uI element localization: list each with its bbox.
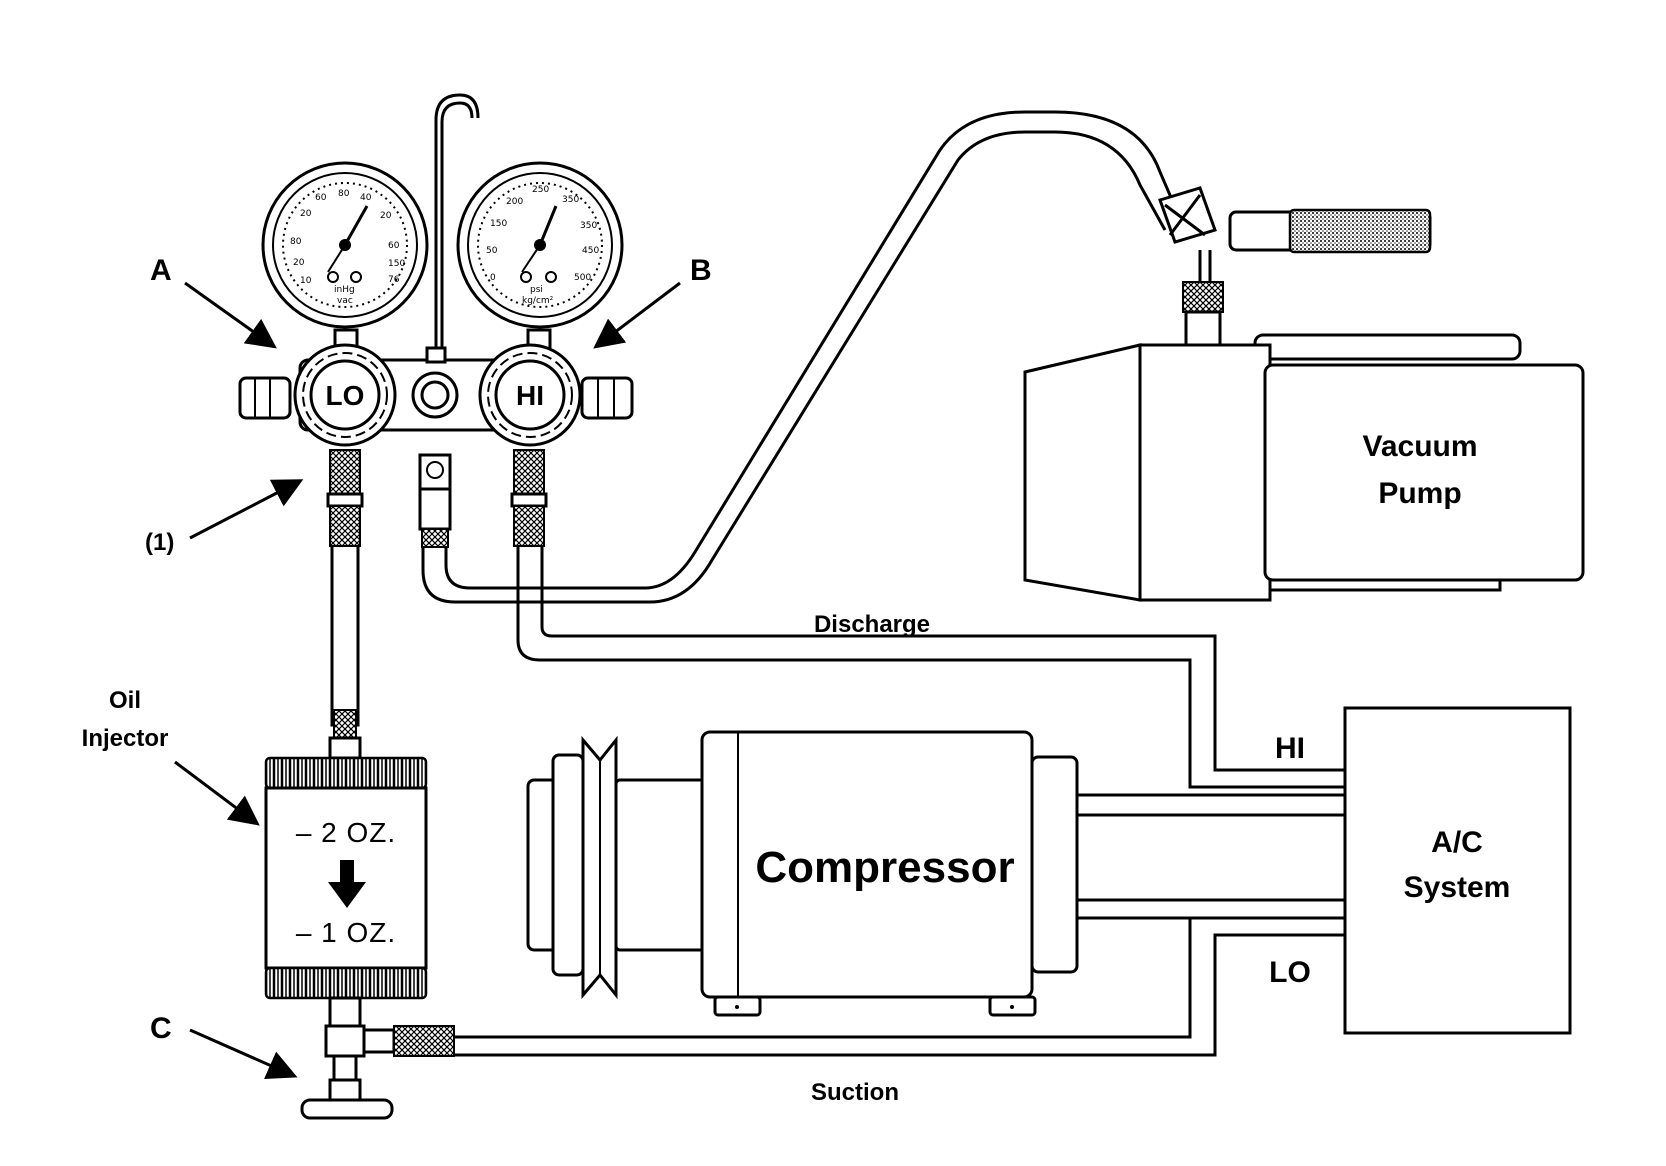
vacuum-pump: Vacuum Pump [1023, 186, 1585, 602]
oil-level-1oz: – 1 OZ. [296, 917, 396, 948]
callout-a: A [150, 254, 277, 349]
hi-knob-label: HI [516, 380, 544, 411]
callout-one: (1) [145, 479, 304, 556]
vacuum-pump-label-1: Vacuum [1362, 430, 1477, 463]
callout-oil-injector: Oil Injector [82, 687, 260, 826]
label-a: A [150, 254, 172, 287]
svg-text:40: 40 [360, 193, 372, 203]
hi-valve-knob[interactable]: HI [478, 343, 582, 447]
svg-text:20: 20 [300, 209, 312, 219]
arrow-down-icon [328, 860, 366, 908]
svg-text:0: 0 [490, 273, 496, 283]
svg-text:500: 500 [574, 273, 591, 283]
vacuum-hose [421, 110, 1187, 604]
svg-text:60: 60 [388, 241, 400, 251]
svg-text:250: 250 [532, 185, 549, 195]
oil-injector-label-2: Injector [82, 725, 169, 752]
high-pressure-gauge: 0 50 150 200 250 350 350 450 500 psi kg/… [456, 161, 624, 329]
callout-b: B [593, 254, 712, 349]
lo-line-label: LO [1269, 956, 1311, 989]
callout-c: C [150, 1012, 298, 1080]
svg-text:10: 10 [300, 276, 312, 286]
compressor-ac-lines [1077, 793, 1345, 920]
oil-injector-label-1: Oil [109, 687, 141, 714]
oil-injector: – 2 OZ. – 1 OZ. [264, 736, 455, 1120]
low-pressure-gauge: 80 40 60 20 20 80 60 20 150 76 10 inHg v… [261, 161, 429, 329]
svg-text:50: 50 [486, 246, 498, 256]
manifold-hook [434, 93, 480, 350]
center-hose-fitting [418, 453, 452, 548]
ac-system-label-2: System [1404, 871, 1511, 904]
svg-text:350: 350 [562, 195, 579, 205]
compressor-label: Compressor [755, 843, 1014, 892]
svg-text:76: 76 [388, 275, 400, 285]
label-c: C [150, 1012, 172, 1045]
suction-hose [455, 916, 1345, 1057]
svg-text:150: 150 [388, 259, 405, 269]
lo-valve-knob[interactable]: LO [293, 343, 397, 447]
hi-hose-fitting [510, 449, 548, 547]
svg-text:20: 20 [293, 258, 305, 268]
svg-text:20: 20 [380, 211, 392, 221]
ac-system-label-1: A/C [1431, 826, 1483, 859]
svg-text:60: 60 [315, 193, 327, 203]
vacuum-pump-label-2: Pump [1378, 477, 1461, 510]
svg-text:350: 350 [580, 221, 597, 231]
label-one: (1) [145, 529, 174, 556]
manifold-gauge-set: 80 40 60 20 20 80 60 20 150 76 10 inHg v… [238, 93, 634, 548]
svg-text:150: 150 [490, 219, 507, 229]
discharge-hose [516, 545, 1345, 789]
label-b: B [690, 254, 712, 287]
compressor: Compressor [526, 730, 1079, 1017]
svg-text:psi: psi [530, 285, 543, 295]
valve-handle[interactable] [300, 1098, 394, 1120]
hi-side-fitting [580, 376, 634, 420]
svg-text:vac: vac [337, 296, 353, 306]
lo-side-fitting [238, 376, 292, 420]
oil-feed-hose [330, 543, 360, 739]
svg-text:80: 80 [338, 189, 350, 199]
svg-text:200: 200 [506, 197, 523, 207]
discharge-label: Discharge [814, 611, 930, 638]
suction-label: Suction [811, 1079, 899, 1106]
ac-system: A/C System [1343, 706, 1572, 1035]
svg-text:kg/cm²: kg/cm² [522, 296, 554, 306]
lo-knob-label: LO [326, 380, 365, 411]
oil-level-2oz: – 2 OZ. [296, 817, 396, 848]
hi-line-label: HI [1275, 732, 1305, 765]
svg-text:450: 450 [582, 246, 599, 256]
svg-text:inHg: inHg [334, 285, 355, 295]
lo-hose-fitting [326, 449, 364, 547]
svg-text:80: 80 [290, 237, 302, 247]
